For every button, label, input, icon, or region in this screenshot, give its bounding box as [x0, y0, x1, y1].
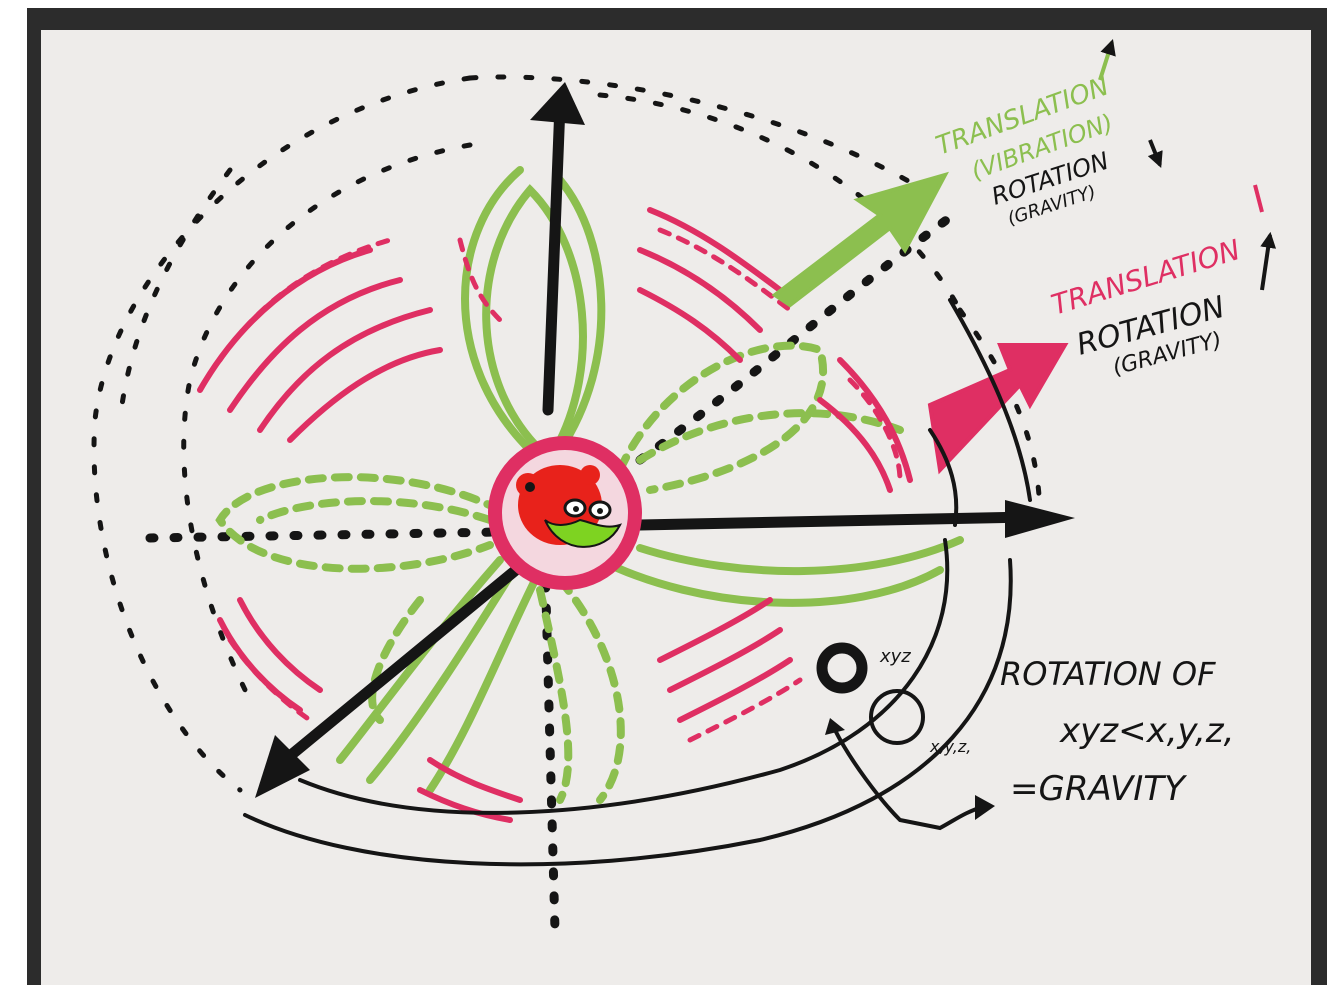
green-up-arrow [1098, 38, 1116, 81]
dotted-sphere-outline [91, 74, 1043, 793]
green-field-lines [336, 166, 964, 794]
black-up-arrow [1260, 231, 1277, 291]
orbit-label-xyz: xyz [879, 646, 911, 667]
note-line-1: ROTATION OF [1000, 655, 1216, 693]
orbit-arrow-icon [825, 718, 845, 735]
green-dashed-lines [215, 341, 904, 804]
note-line-2: xyz<x,y,z, [1059, 711, 1234, 751]
note-line-3: =GRAVITY [1010, 769, 1187, 809]
pink-translation-arrow [927, 343, 1069, 475]
right-arrowhead [1005, 500, 1075, 538]
pink-down-arrow [1253, 184, 1264, 213]
orbit-ring-xyz [816, 642, 868, 694]
green-translation-arrow [771, 171, 949, 308]
up-arrowhead [530, 82, 585, 125]
pink-dashed-arcs [217, 227, 903, 743]
paper [41, 30, 1311, 985]
red-bear-mascot-icon [516, 465, 622, 548]
orbit-arrow-icon [975, 795, 995, 820]
black-down-arrow [1147, 139, 1163, 168]
down-left-arrowhead [255, 735, 310, 798]
orbit-ring-x1y1z1 [869, 689, 925, 745]
orbit-label-x1y1z1: x,y,z, [929, 737, 971, 756]
solid-axes [279, 99, 1036, 766]
rotation-orbits [243, 298, 1032, 867]
dotted-axes [145, 205, 965, 935]
